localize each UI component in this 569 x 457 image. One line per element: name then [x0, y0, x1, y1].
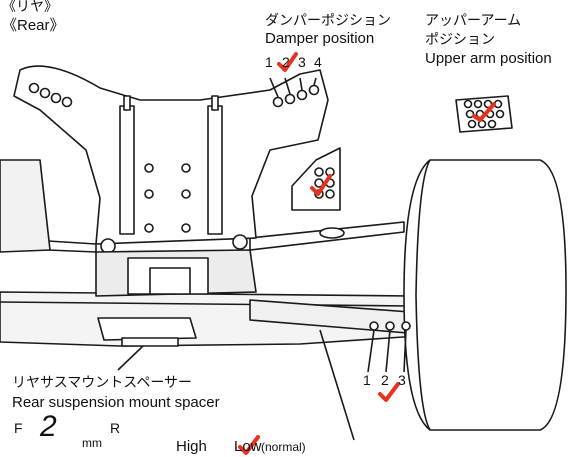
damper-pos-3: 3: [298, 54, 306, 70]
upper-arm-label-jp-2: ポジション: [425, 32, 495, 48]
mount-pos-2: 2: [381, 372, 389, 388]
damper-pos-2: 2: [282, 54, 290, 70]
upper-arm-position-check: [472, 102, 496, 122]
rear-suspension-mount-spacer: [97, 317, 197, 341]
damper-position-check: [277, 52, 298, 72]
lower-mount-check: [378, 382, 400, 402]
rear-wheel: [403, 159, 567, 431]
damper-label-jp: ダンパーポジション: [265, 13, 391, 29]
spacer-unit: mm: [82, 436, 102, 450]
spacer-value: 2: [40, 410, 57, 443]
mount-pos-1: 1: [363, 372, 371, 388]
front-label: F: [14, 420, 23, 436]
upper-arm-label-en: Upper arm position: [425, 50, 552, 67]
spacer-label-jp: リヤサスマウントスペーサー: [12, 375, 193, 391]
upper-arm-label-jp-1: アッパーアーム: [425, 13, 522, 29]
damper-label-en: Damper position: [265, 30, 375, 47]
damper-pos-4: 4: [314, 54, 322, 70]
low-label: Low: [234, 438, 262, 455]
high-label: High: [176, 438, 207, 455]
rear-label: R: [110, 420, 121, 436]
low-note: (normal): [261, 440, 306, 454]
damper-pos-1: 1: [265, 54, 273, 70]
mount-pos-3: 3: [398, 372, 406, 388]
header-jp: 《リヤ》: [2, 0, 58, 15]
header-en: 《Rear》: [2, 17, 65, 34]
low-setting-check: [238, 435, 260, 455]
damper-insert-check: [310, 174, 332, 196]
shock-tower: [13, 65, 329, 245]
spacer-label-en: Rear suspension mount spacer: [12, 394, 220, 411]
